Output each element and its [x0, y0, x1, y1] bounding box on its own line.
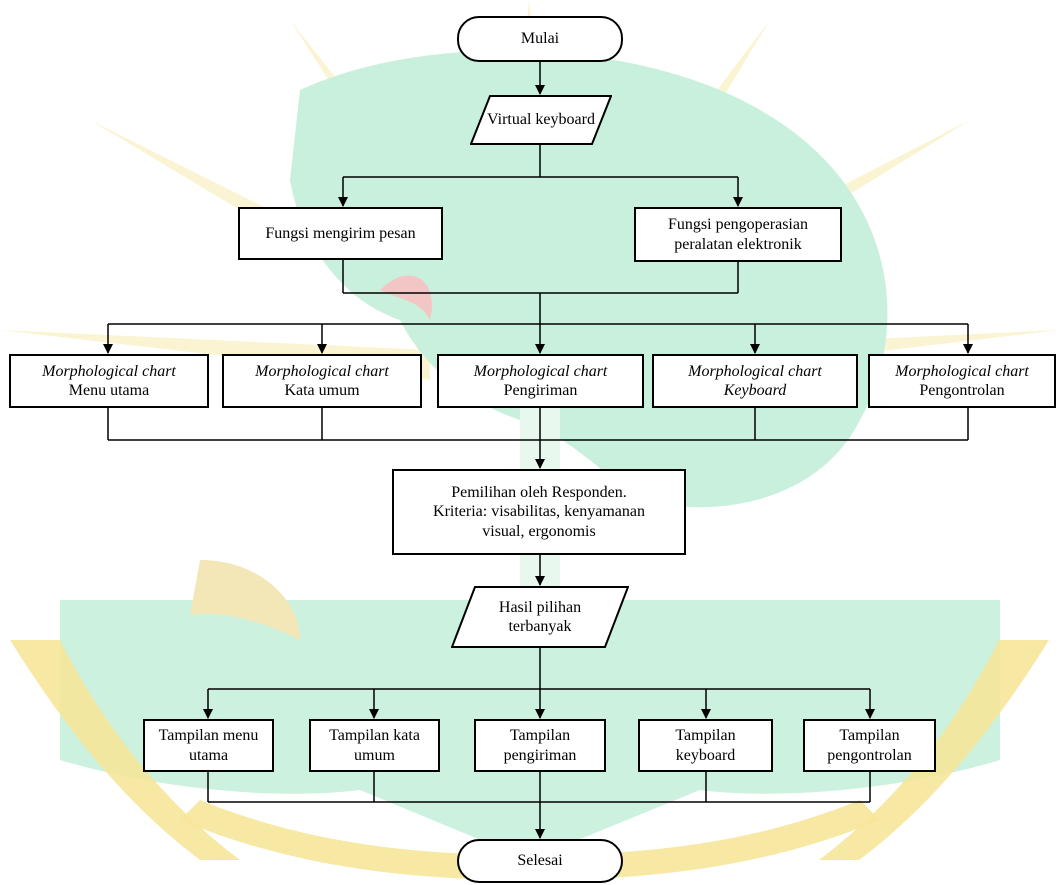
selection-line-1: Pemilihan oleh Responden.: [451, 484, 627, 502]
display-label: Tampilan kata umum: [329, 727, 420, 764]
morph-chart-name: Menu utama: [68, 382, 150, 399]
display-label: Tampilan keyboard: [675, 727, 736, 764]
parallelogram-shape: [451, 586, 629, 648]
selection-by-respondents: Pemilihan oleh Responden. Kriteria: visa…: [392, 469, 686, 555]
morph-chart-menu-utama: Morphological chart Menu utama: [9, 354, 209, 408]
morph-chart-kata-umum: Morphological chart Kata umum: [222, 354, 422, 408]
display-label: Tampilan pengontrolan: [827, 727, 912, 764]
function-operate-electronics-label: Fungsi pengoperasian peralatan elektroni…: [668, 216, 808, 253]
result-most-selected: Hasil pilihan terbanyak: [451, 586, 629, 648]
function-send-message: Fungsi mengirim pesan: [238, 207, 443, 260]
selection-line-2: Kriteria: visabilitas, kenyamanan: [433, 503, 645, 521]
display-kata-umum: Tampilan kata umum: [309, 719, 440, 772]
selection-line-3: visual, ergonomis: [482, 522, 596, 540]
display-menu-utama: Tampilan menu utama: [143, 719, 274, 772]
function-send-message-label: Fungsi mengirim pesan: [265, 224, 416, 242]
function-operate-electronics: Fungsi pengoperasian peralatan elektroni…: [634, 207, 842, 262]
display-pengiriman: Tampilan pengiriman: [474, 719, 606, 772]
input-virtual-keyboard: Virtual keyboard: [470, 95, 612, 145]
parallelogram-shape: [470, 95, 612, 145]
start-terminator: Mulai: [457, 16, 623, 62]
display-label: Tampilan pengiriman: [503, 727, 577, 764]
morph-chart-pengontrolan: Morphological chart Pengontrolan: [868, 354, 1056, 408]
morph-chart-kind: Morphological chart: [688, 362, 822, 380]
display-pengontrolan: Tampilan pengontrolan: [803, 719, 936, 772]
morph-chart-keyboard: Morphological chart Keyboard: [652, 354, 858, 408]
display-keyboard: Tampilan keyboard: [638, 719, 773, 772]
input-label: Virtual keyboard: [487, 111, 595, 129]
end-terminator: Selesai: [457, 839, 623, 883]
morph-chart-pengiriman: Morphological chart Pengiriman: [437, 354, 644, 408]
morph-chart-name: Pengontrolan: [919, 382, 1005, 399]
end-label: Selesai: [517, 852, 563, 870]
result-label: Hasil pilihan terbanyak: [498, 598, 582, 635]
display-label: Tampilan menu utama: [158, 727, 259, 764]
morph-chart-name: Pengiriman: [503, 382, 578, 399]
morph-chart-name: Keyboard: [723, 382, 787, 399]
morph-chart-name: Kata umum: [284, 382, 360, 399]
morph-chart-kind: Morphological chart: [42, 362, 176, 380]
start-label: Mulai: [520, 30, 560, 48]
morph-chart-kind: Morphological chart: [473, 362, 608, 380]
morph-chart-kind: Morphological chart: [255, 362, 389, 380]
morph-chart-kind: Morphological chart: [895, 362, 1029, 380]
